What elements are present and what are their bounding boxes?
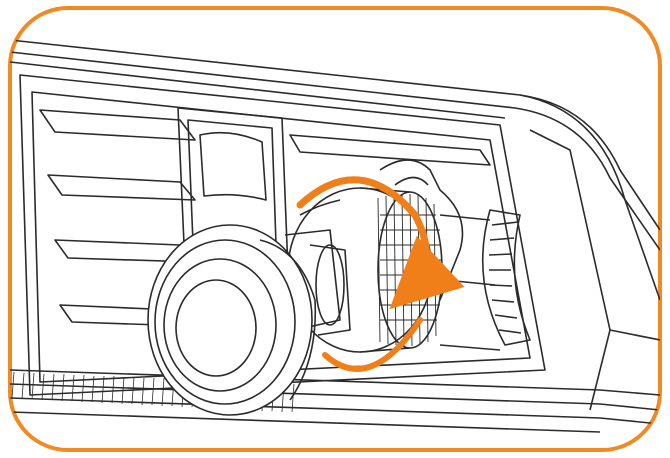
mount-neck xyxy=(284,229,351,336)
rotation-arrow xyxy=(296,176,465,372)
side-thumbwheel xyxy=(481,209,531,346)
magnetic-mount-head xyxy=(147,224,317,416)
